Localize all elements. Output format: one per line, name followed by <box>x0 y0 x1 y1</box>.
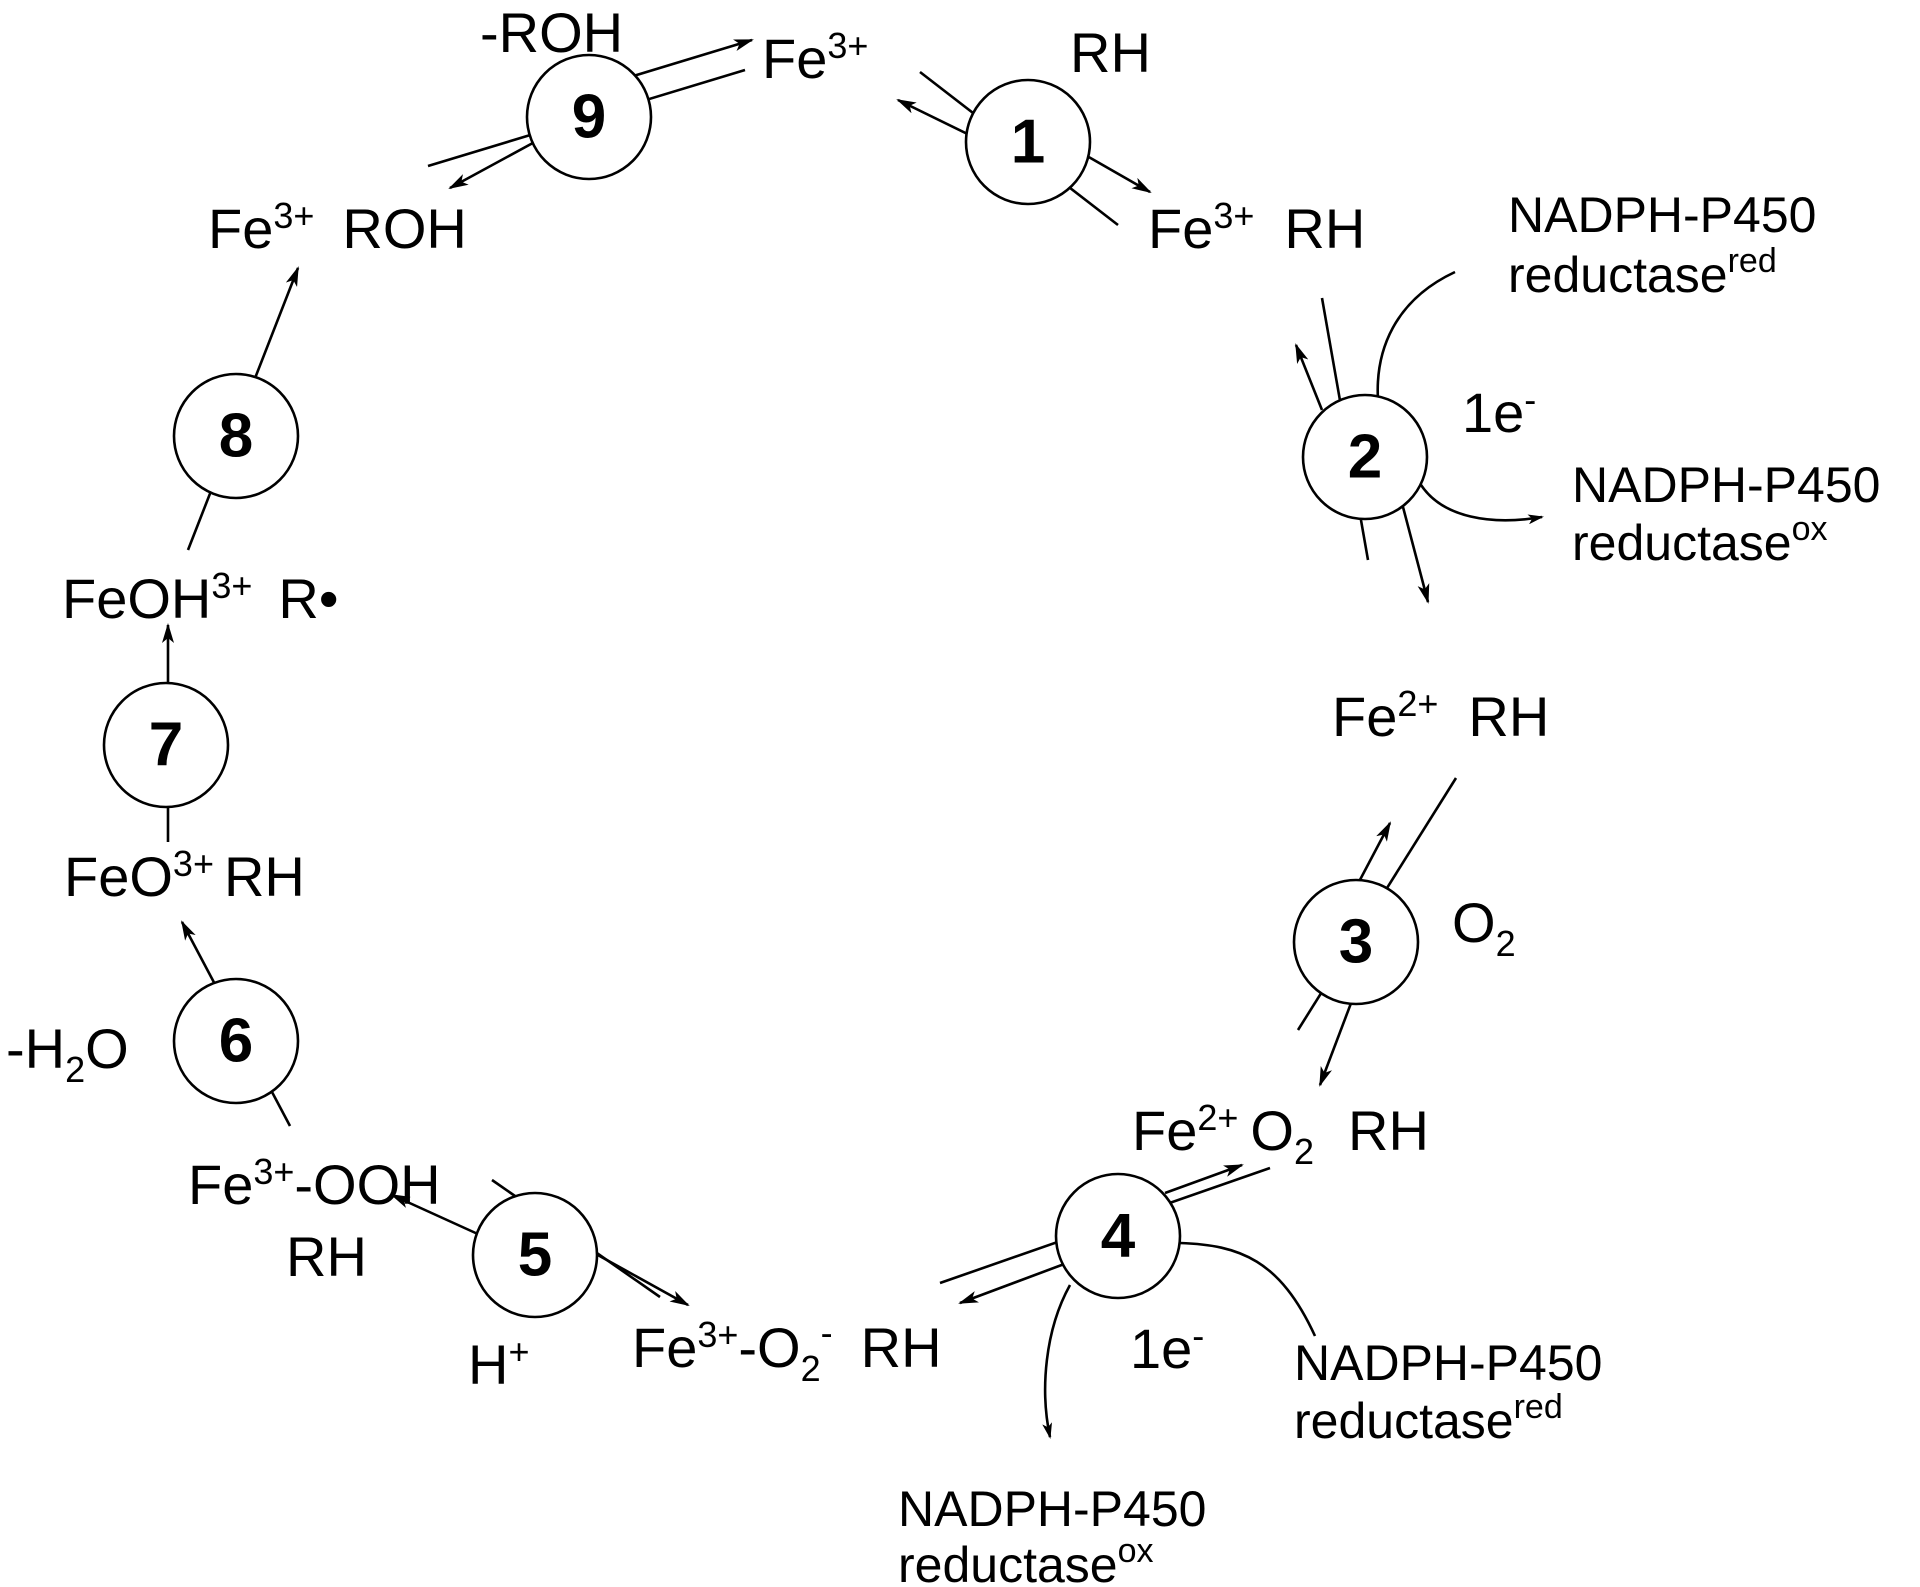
step-6-number: 6 <box>219 1007 253 1076</box>
reagent-h-plus: H+ <box>468 1331 529 1396</box>
reductase-red-step4-line2: reductasered <box>1294 1388 1563 1449</box>
step-3-number: 3 <box>1339 908 1373 977</box>
reductase-red-step4: NADPH-P450 <box>1294 1335 1602 1391</box>
species-fe2-rh: Fe2+RH <box>1332 683 1549 748</box>
reagent-electron-step4: 1e- <box>1130 1315 1204 1380</box>
reagent-electron-step2: 1e- <box>1462 379 1536 444</box>
step5-arrow-to-fe3-ooh <box>390 1193 481 1237</box>
step2-arrow-up <box>1294 343 1324 411</box>
step-4-number: 4 <box>1101 1202 1136 1271</box>
species-fe3-free: Fe3+ <box>762 25 868 90</box>
reductase-ox-step4: NADPH-P450 <box>898 1481 1206 1537</box>
step-9-marker: 9 <box>525 53 653 181</box>
step-3-marker: 3 <box>1292 878 1420 1006</box>
step1-arrow-to-fe3-rh <box>1079 150 1152 194</box>
reductase-red-step2-line2: reductasered <box>1508 242 1777 303</box>
step-7-marker: 7 <box>102 681 230 809</box>
step-6-marker: 6 <box>172 977 300 1105</box>
reductase-ox-step2: NADPH-P450 <box>1572 457 1880 513</box>
step-5-marker: 5 <box>471 1191 599 1319</box>
species-fe3-superoxo-rh: Fe3+-O2-RH <box>632 1312 942 1389</box>
step2-reductase-out-curve <box>1416 479 1544 525</box>
step-7-number: 7 <box>149 711 183 780</box>
reagent-o2: O2 <box>1452 891 1516 964</box>
step4-arrow-down <box>958 1258 1076 1305</box>
reagent-rh: RH <box>1070 21 1151 84</box>
reductase-red-step2: NADPH-P450 <box>1508 187 1816 243</box>
step-8-number: 8 <box>219 402 253 471</box>
step4-reductase-out-curve <box>1042 1284 1072 1439</box>
step-9-number: 9 <box>572 83 606 152</box>
species-fe3-rh: Fe3+RH <box>1148 195 1365 260</box>
species-fe3-hydroperoxo: Fe3+-OOH <box>188 1151 441 1216</box>
reagent-water-released: -H2O <box>6 1017 129 1090</box>
step2-reductase-in-curve <box>1376 270 1456 401</box>
step-1-number: 1 <box>1011 108 1045 177</box>
step-1-marker: 1 <box>964 78 1092 206</box>
step-5-number: 5 <box>518 1221 552 1290</box>
step-2-number: 2 <box>1348 423 1382 492</box>
step4-reductase-in-curve <box>1179 1241 1317 1337</box>
reagent-roh-released: -ROH <box>480 1 623 64</box>
species-feo3-rh: FeO3+RH <box>64 843 305 908</box>
species-fe3-roh: Fe3+ROH <box>208 195 467 260</box>
step5-arrow-to-fe3-o2 <box>595 1252 690 1307</box>
reductase-ox-step2-line2: reductaseox <box>1572 510 1828 571</box>
step3-arrow-down <box>1318 989 1358 1087</box>
step4-arrow-up <box>1164 1163 1244 1195</box>
step9-arrow-to-fe3 <box>629 38 754 79</box>
step-2-marker: 2 <box>1301 393 1429 521</box>
species-fe3-hydroperoxo-rh: RH <box>286 1225 367 1288</box>
step-8-marker: 8 <box>172 372 300 500</box>
species-feoh3-radical: FeOH3+R• <box>62 565 338 630</box>
step9-arrow-to-fe3-roh <box>448 136 543 190</box>
step-4-marker: 4 <box>1054 1172 1182 1300</box>
reductase-ox-step4-line2: reductaseox <box>898 1532 1154 1587</box>
